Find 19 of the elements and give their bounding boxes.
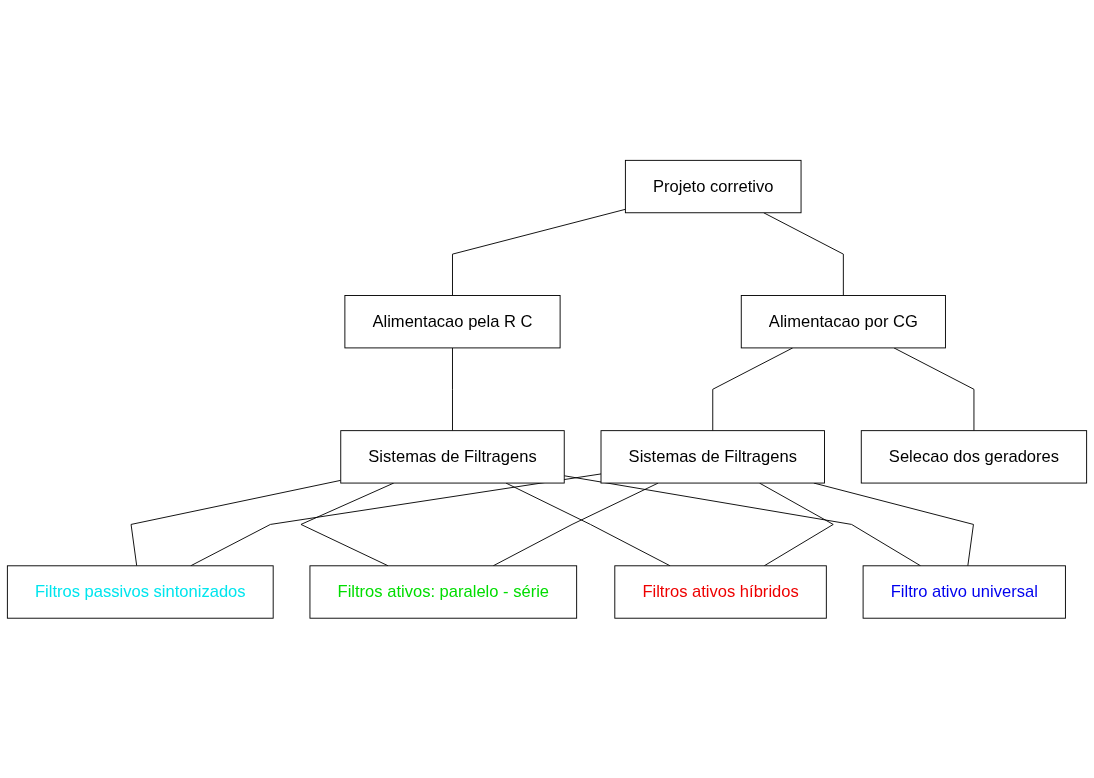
node-box: Sistemas de Filtragens — [340, 429, 565, 484]
connector — [763, 212, 844, 296]
connector — [759, 482, 834, 566]
connector — [893, 347, 975, 431]
connector — [130, 479, 342, 566]
connector — [300, 482, 395, 566]
node-box: Sistemas de Filtragens — [600, 429, 825, 484]
node-box: Selecao dos geradores — [860, 429, 1088, 484]
connector — [452, 208, 626, 296]
node-box: Alimentacao pela R C — [344, 294, 561, 349]
connector — [452, 347, 453, 431]
node-box: Filtro ativo universal — [862, 565, 1066, 619]
node-box: Projeto corretivo — [624, 159, 802, 213]
node-box: Alimentacao por CG — [740, 294, 946, 349]
node-box: Filtros ativos: paralelo - série — [309, 565, 578, 619]
connector — [190, 473, 602, 566]
node-box: Filtros passivos sintonizados — [6, 565, 274, 619]
connector — [712, 347, 794, 431]
node-box: Filtros ativos híbridos — [614, 565, 827, 619]
